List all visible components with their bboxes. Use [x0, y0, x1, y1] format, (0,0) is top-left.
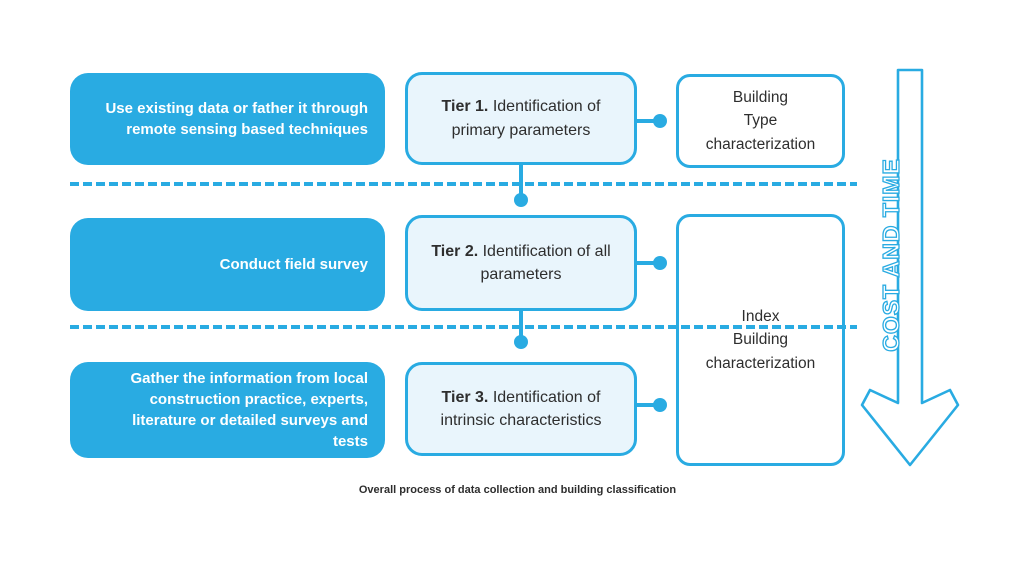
tier3-label: Tier 3. [441, 388, 489, 406]
tier3-text: Tier 3. Identification of intrinsic char… [428, 386, 614, 432]
building-type-label: Building Type characterization [705, 89, 816, 153]
tier1-label: Tier 1. [441, 98, 489, 116]
action-box-tier1: Use existing data or father it through r… [70, 73, 385, 165]
connector-tier1-tier2-dot [514, 193, 528, 207]
tier2-box: Tier 2. Identification of all parameters [405, 215, 637, 311]
dashed-separator-2 [70, 325, 857, 329]
dashed-separator-1 [70, 182, 857, 186]
building-type-box: Building Type characterization [676, 74, 845, 168]
connector-tier2-index [637, 261, 657, 265]
action-box-tier1-label: Use existing data or father it through r… [105, 100, 368, 138]
figure-caption: Overall process of data collection and b… [358, 484, 677, 496]
tier2-description: Identification of all parameters [480, 242, 611, 283]
connector-tier3-index [637, 403, 657, 407]
connector-tier2-tier3 [519, 311, 523, 339]
index-building-label: Index Building characterization [705, 308, 816, 372]
tier3-description: Identification of intrinsic characterist… [440, 388, 602, 429]
connector-tier3-index-dot [653, 398, 667, 412]
action-box-tier2: Conduct field survey [70, 218, 385, 311]
tier1-box: Tier 1. Identification of primary parame… [405, 72, 637, 165]
index-building-box: Index Building characterization [676, 214, 845, 466]
action-box-tier3: Gather the information from local constr… [70, 362, 385, 458]
connector-tier2-index-dot [653, 256, 667, 270]
cost-time-label: COST AND TIME [877, 158, 904, 353]
tier2-text: Tier 2. Identification of all parameters [428, 240, 614, 286]
connector-tier1-tier2 [519, 165, 523, 197]
connector-tier1-buildingtype-dot [653, 114, 667, 128]
cost-time-arrow-icon [860, 68, 960, 467]
connector-tier1-buildingtype [637, 119, 657, 123]
action-box-tier3-label: Gather the information from local constr… [130, 370, 368, 450]
tier3-box: Tier 3. Identification of intrinsic char… [405, 362, 637, 456]
tier2-label: Tier 2. [431, 242, 479, 260]
action-box-tier2-label: Conduct field survey [219, 256, 368, 273]
tier1-text: Tier 1. Identification of primary parame… [428, 95, 614, 141]
connector-tier2-tier3-dot [514, 335, 528, 349]
tier1-description: Identification of primary parameters [451, 98, 601, 139]
